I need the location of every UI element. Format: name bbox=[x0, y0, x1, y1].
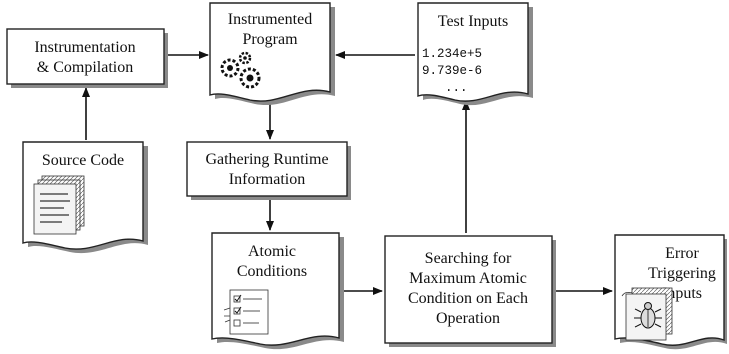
error-label-line1: Error bbox=[665, 245, 699, 262]
test-inputs-document: Test Inputs 1.234e+5 9.739e-6 ... bbox=[417, 2, 533, 106]
source-code-label: Source Code bbox=[42, 152, 124, 169]
searching-label-line4: Operation bbox=[436, 310, 500, 327]
instrumentation-compilation-box: Instrumentation & Compilation bbox=[6, 28, 168, 88]
source-code-document: Source Code bbox=[22, 141, 148, 254]
gathering-runtime-box: Gathering Runtime Information bbox=[186, 141, 351, 200]
document-stack-icon bbox=[33, 175, 85, 235]
edges bbox=[82, 51, 613, 295]
searching-box: Searching for Maximum Atomic Condition o… bbox=[384, 235, 556, 347]
bug-document-icon bbox=[621, 287, 673, 341]
test-input-value: 1.234e+5 bbox=[422, 47, 482, 61]
atomic-label-line1: Atomic bbox=[248, 243, 296, 260]
test-input-value: 9.739e-6 bbox=[422, 64, 482, 78]
test-inputs-title: Test Inputs bbox=[438, 13, 508, 30]
error-label-line2: Triggering bbox=[648, 265, 716, 282]
gears-icon bbox=[220, 51, 261, 89]
searching-label-line3: Condition on Each bbox=[408, 290, 528, 307]
atomic-label-line2: Conditions bbox=[237, 263, 307, 280]
instrumentation-label-line2: & Compilation bbox=[37, 59, 133, 76]
checklist-icon bbox=[223, 289, 269, 335]
gathering-label-line2: Information bbox=[229, 171, 305, 188]
program-label-line1: Instrumented bbox=[228, 11, 312, 28]
searching-label-line2: Maximum Atomic bbox=[409, 270, 527, 287]
gathering-label-line1: Gathering Runtime bbox=[205, 151, 328, 168]
program-label-line2: Program bbox=[242, 31, 298, 48]
instrumented-program-document: Instrumented Program bbox=[209, 2, 335, 106]
test-input-ellipsis: ... bbox=[445, 81, 468, 95]
instrumentation-label-line1: Instrumentation bbox=[34, 39, 135, 56]
searching-label-line1: Searching for bbox=[425, 250, 512, 267]
error-inputs-document: Error Triggering Inputs bbox=[614, 234, 727, 350]
atomic-conditions-document: Atomic Conditions bbox=[211, 232, 344, 350]
